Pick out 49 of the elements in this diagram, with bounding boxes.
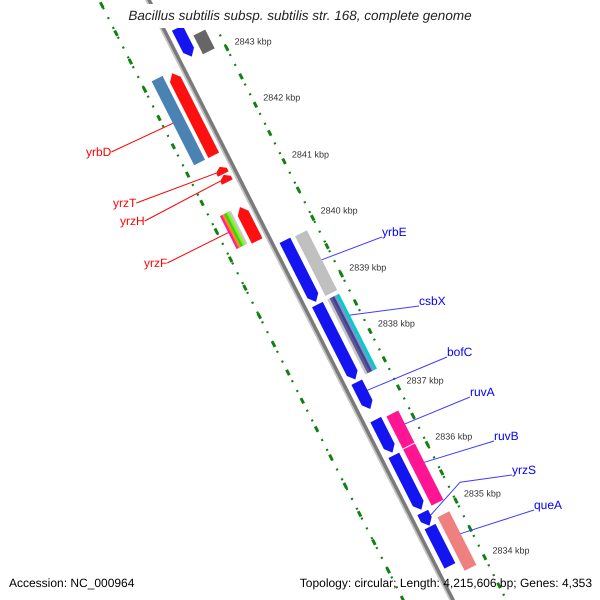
leader-line xyxy=(404,396,470,424)
gene-bar xyxy=(424,524,456,569)
gene-feature xyxy=(417,510,432,526)
leader-line xyxy=(460,510,534,534)
accession-label: Accession: NC_000964 xyxy=(9,576,134,590)
gene-label: yrzS xyxy=(512,463,536,477)
gene-label: yrbD xyxy=(86,145,112,159)
gene-feature xyxy=(216,166,229,177)
leader-line xyxy=(430,474,512,516)
scale-label: 2836 kbp xyxy=(435,432,472,443)
gene-label: yrzT xyxy=(113,196,136,210)
gene-bar xyxy=(220,210,248,250)
gene-label: yrzH xyxy=(120,214,145,228)
gene-bar xyxy=(327,294,377,375)
gene-label: yrbE xyxy=(382,225,407,239)
scale-label: 2840 kbp xyxy=(320,206,358,217)
gene-label: bofC xyxy=(447,345,472,359)
scale-label: 2834 kbp xyxy=(492,545,530,556)
leader-line xyxy=(136,172,217,204)
gene-feature xyxy=(312,302,358,380)
gene-label: queA xyxy=(534,498,562,512)
leader-line xyxy=(144,180,221,222)
leader-line xyxy=(166,232,229,264)
gene-label: ruvA xyxy=(470,385,495,399)
gene-label: ruvB xyxy=(494,429,519,443)
scale-label: 2842 kbp xyxy=(263,92,300,104)
scale-label: 2843 kbp xyxy=(234,36,272,48)
gene-feature xyxy=(170,73,220,158)
gene-feature xyxy=(172,25,194,57)
leader-line xyxy=(110,122,174,152)
genome-info-label: Topology: circular; Length: 4,215,606 bp; Genes: 4,353 xyxy=(300,576,592,590)
gene-feature xyxy=(220,174,233,185)
gene-label: csbX xyxy=(419,294,446,308)
gene-bar xyxy=(386,410,414,449)
leader-line xyxy=(321,236,382,260)
leader-line xyxy=(367,356,448,391)
scale-label: 2838 kbp xyxy=(378,318,415,330)
gene-label: yrzF xyxy=(144,256,168,270)
gene-feature xyxy=(351,379,372,409)
scale-label: 2839 kbp xyxy=(349,262,386,274)
scale-label: 2837 kbp xyxy=(406,375,444,386)
gene-feature xyxy=(388,452,424,510)
scale-label: 2835 kbp xyxy=(464,488,501,500)
gene-feature xyxy=(280,238,318,302)
gene-feature xyxy=(238,207,262,244)
scale-label: 2841 kbp xyxy=(292,149,329,160)
leader-line xyxy=(424,440,494,463)
leader-line xyxy=(349,306,420,316)
gene-feature xyxy=(370,416,395,453)
